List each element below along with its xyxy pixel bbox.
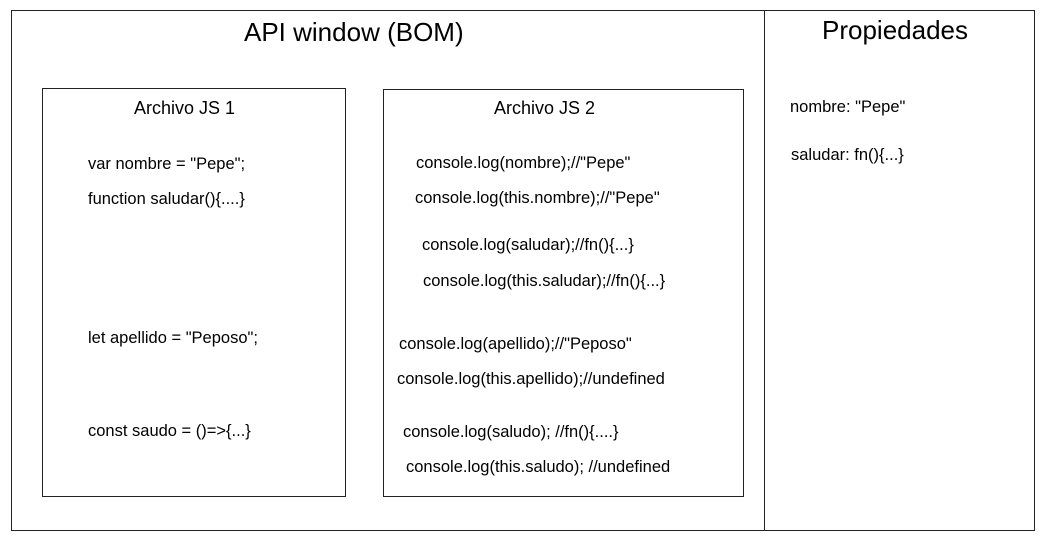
file2-line-log-nombre: console.log(nombre);//"Pepe" [416,154,631,172]
file1-line-var-nombre: var nombre = "Pepe"; [88,155,246,173]
file2-line-log-this-saludar: console.log(this.saludar);//fn(){...} [423,272,666,290]
file1-line-let-apellido: let apellido = "Peposo"; [88,329,258,347]
file2-line-log-saludar: console.log(saludar);//fn(){...} [422,236,634,254]
archivo-js-1-box [42,88,346,497]
archivo-js-1-title: Archivo JS 1 [134,98,236,118]
api-window-frame [11,10,1035,531]
file2-line-log-saludo: console.log(saludo); //fn(){....} [403,423,619,441]
archivo-js-2-title: Archivo JS 2 [494,98,596,118]
file1-line-const-saudo: const saudo = ()=>{...} [88,422,251,440]
archivo-js-2-box [383,89,744,497]
file1-line-function-saludar: function saludar(){....} [88,190,245,208]
file2-line-log-apellido: console.log(apellido);//"Peposo" [399,335,632,353]
file2-line-log-this-apellido: console.log(this.apellido);//undefined [397,370,665,388]
property-nombre: nombre: "Pepe" [790,98,906,116]
properties-title: Propiedades [822,15,968,45]
file2-line-log-this-nombre: console.log(this.nombre);//"Pepe" [415,189,660,207]
api-window-title: API window (BOM) [244,17,464,47]
file2-line-log-this-saludo: console.log(this.saludo); //undefined [406,458,671,476]
properties-divider [764,10,765,531]
property-saludar: saludar: fn(){...} [791,146,904,164]
